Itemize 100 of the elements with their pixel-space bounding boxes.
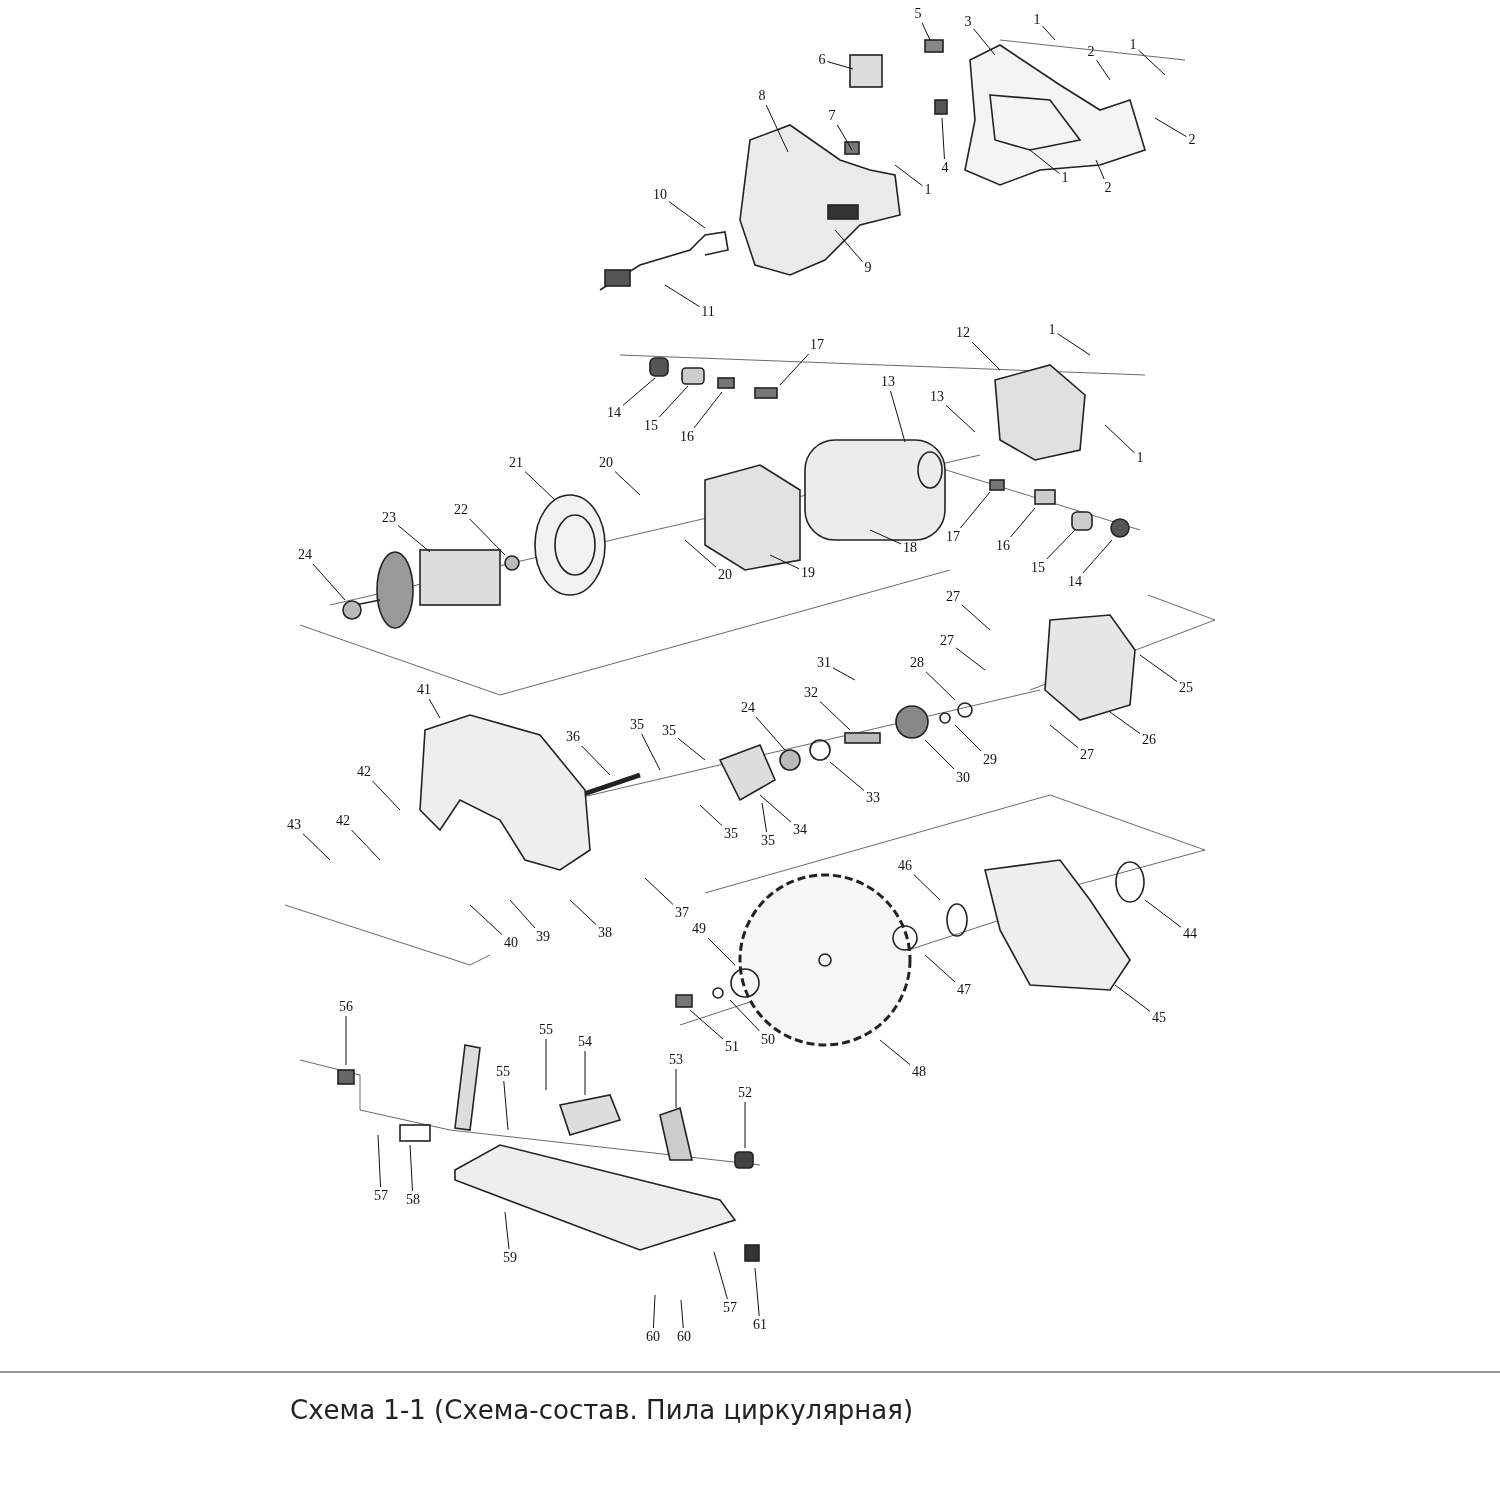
leader-line xyxy=(829,761,865,791)
callout-number: 13 xyxy=(881,375,895,389)
callout-number: 19 xyxy=(801,566,815,580)
leader-line xyxy=(744,1101,746,1149)
callout-number: 55 xyxy=(496,1065,510,1079)
leader-line xyxy=(971,341,1001,371)
leader-line xyxy=(1049,724,1079,749)
leader-line xyxy=(961,604,991,631)
callout-number: 43 xyxy=(287,818,301,832)
callout-number: 21 xyxy=(509,456,523,470)
callout-number: 42 xyxy=(357,765,371,779)
leader-line xyxy=(689,1009,724,1040)
leader-line xyxy=(941,117,945,160)
callout-number: 15 xyxy=(644,419,658,433)
leader-line xyxy=(945,404,976,433)
callout-number: 25 xyxy=(1179,681,1193,695)
leader-line xyxy=(1082,539,1113,574)
callout-number: 26 xyxy=(1142,733,1156,747)
leader-line xyxy=(1139,654,1178,683)
callout-number: 9 xyxy=(864,261,872,275)
callout-number: 60 xyxy=(677,1330,691,1344)
leader-line xyxy=(707,937,736,966)
leader-line xyxy=(1109,711,1141,735)
leader-line xyxy=(1057,333,1091,356)
callout-number: 54 xyxy=(578,1035,592,1049)
callout-number: 32 xyxy=(804,686,818,700)
callout-number: 38 xyxy=(598,926,612,940)
callout-number: 48 xyxy=(912,1065,926,1079)
leader-line xyxy=(677,737,706,761)
leader-line xyxy=(569,899,597,925)
callout-number: 1 xyxy=(1129,38,1137,52)
callout-number: 61 xyxy=(753,1318,767,1332)
leader-line xyxy=(699,804,723,827)
leader-line xyxy=(372,780,401,811)
callout-number: 47 xyxy=(957,983,971,997)
leader-line xyxy=(827,61,854,70)
leader-line xyxy=(509,899,536,929)
callout-number: 37 xyxy=(675,906,689,920)
leader-line xyxy=(1010,507,1036,538)
leader-line xyxy=(1096,59,1111,81)
leader-line xyxy=(1104,424,1135,454)
leader-line xyxy=(693,391,723,429)
leader-line xyxy=(1046,529,1076,560)
leader-line xyxy=(545,1038,547,1091)
callout-number: 1 xyxy=(924,183,932,197)
callout-number: 4 xyxy=(941,161,949,175)
leader-line xyxy=(504,1211,510,1250)
leader-line xyxy=(925,671,956,701)
callout-number: 45 xyxy=(1152,1011,1166,1025)
callout-number: 12 xyxy=(956,326,970,340)
leader-line xyxy=(345,1015,347,1066)
callout-number: 13 xyxy=(930,390,944,404)
callout-number: 52 xyxy=(738,1086,752,1100)
leader-line xyxy=(779,353,810,386)
leader-line xyxy=(469,904,503,936)
callout-number: 33 xyxy=(866,791,880,805)
leader-line xyxy=(834,229,863,263)
callout-number: 1 xyxy=(1136,451,1144,465)
callout-number: 31 xyxy=(817,656,831,670)
callout-number: 2 xyxy=(1188,133,1196,147)
callout-number: 39 xyxy=(536,930,550,944)
leader-line xyxy=(524,471,556,501)
leader-line xyxy=(954,724,982,752)
callout-number: 28 xyxy=(910,656,924,670)
callout-number: 11 xyxy=(701,305,715,319)
callout-number: 3 xyxy=(964,15,972,29)
callout-number: 5 xyxy=(914,7,922,21)
callout-number: 14 xyxy=(1068,575,1082,589)
leader-line xyxy=(652,1294,656,1329)
leader-line xyxy=(924,954,956,983)
callout-number: 27 xyxy=(946,590,960,604)
callout-number: 35 xyxy=(724,827,738,841)
callout-number: 2 xyxy=(1087,45,1095,59)
callout-number: 51 xyxy=(725,1040,739,1054)
callout-number: 27 xyxy=(1080,748,1094,762)
callout-number: 1 xyxy=(1033,13,1041,27)
leader-line xyxy=(1138,49,1166,76)
leader-line xyxy=(913,874,941,901)
caption: Схема 1-1 (Схема-состав. Пила циркулярная) xyxy=(290,1395,914,1425)
leader-line xyxy=(836,124,853,151)
callout-number: 24 xyxy=(741,701,755,715)
leader-line xyxy=(769,554,800,570)
leader-line xyxy=(921,22,931,41)
leader-line xyxy=(312,563,346,601)
leader-line xyxy=(879,1039,911,1066)
callout-number: 53 xyxy=(669,1053,683,1067)
leader-line xyxy=(581,745,611,776)
callout-number: 34 xyxy=(793,823,807,837)
leader-line xyxy=(1114,984,1151,1012)
leader-line xyxy=(755,716,786,751)
callout-number: 44 xyxy=(1183,927,1197,941)
leader-line xyxy=(377,1134,382,1188)
callout-number: 29 xyxy=(983,753,997,767)
leader-line xyxy=(680,1299,684,1329)
callout-number: 49 xyxy=(692,922,706,936)
leader-line xyxy=(302,833,331,861)
callout-number: 17 xyxy=(810,338,824,352)
leader-line xyxy=(890,390,906,443)
callout-number: 27 xyxy=(940,634,954,648)
callout-number: 59 xyxy=(503,1251,517,1265)
